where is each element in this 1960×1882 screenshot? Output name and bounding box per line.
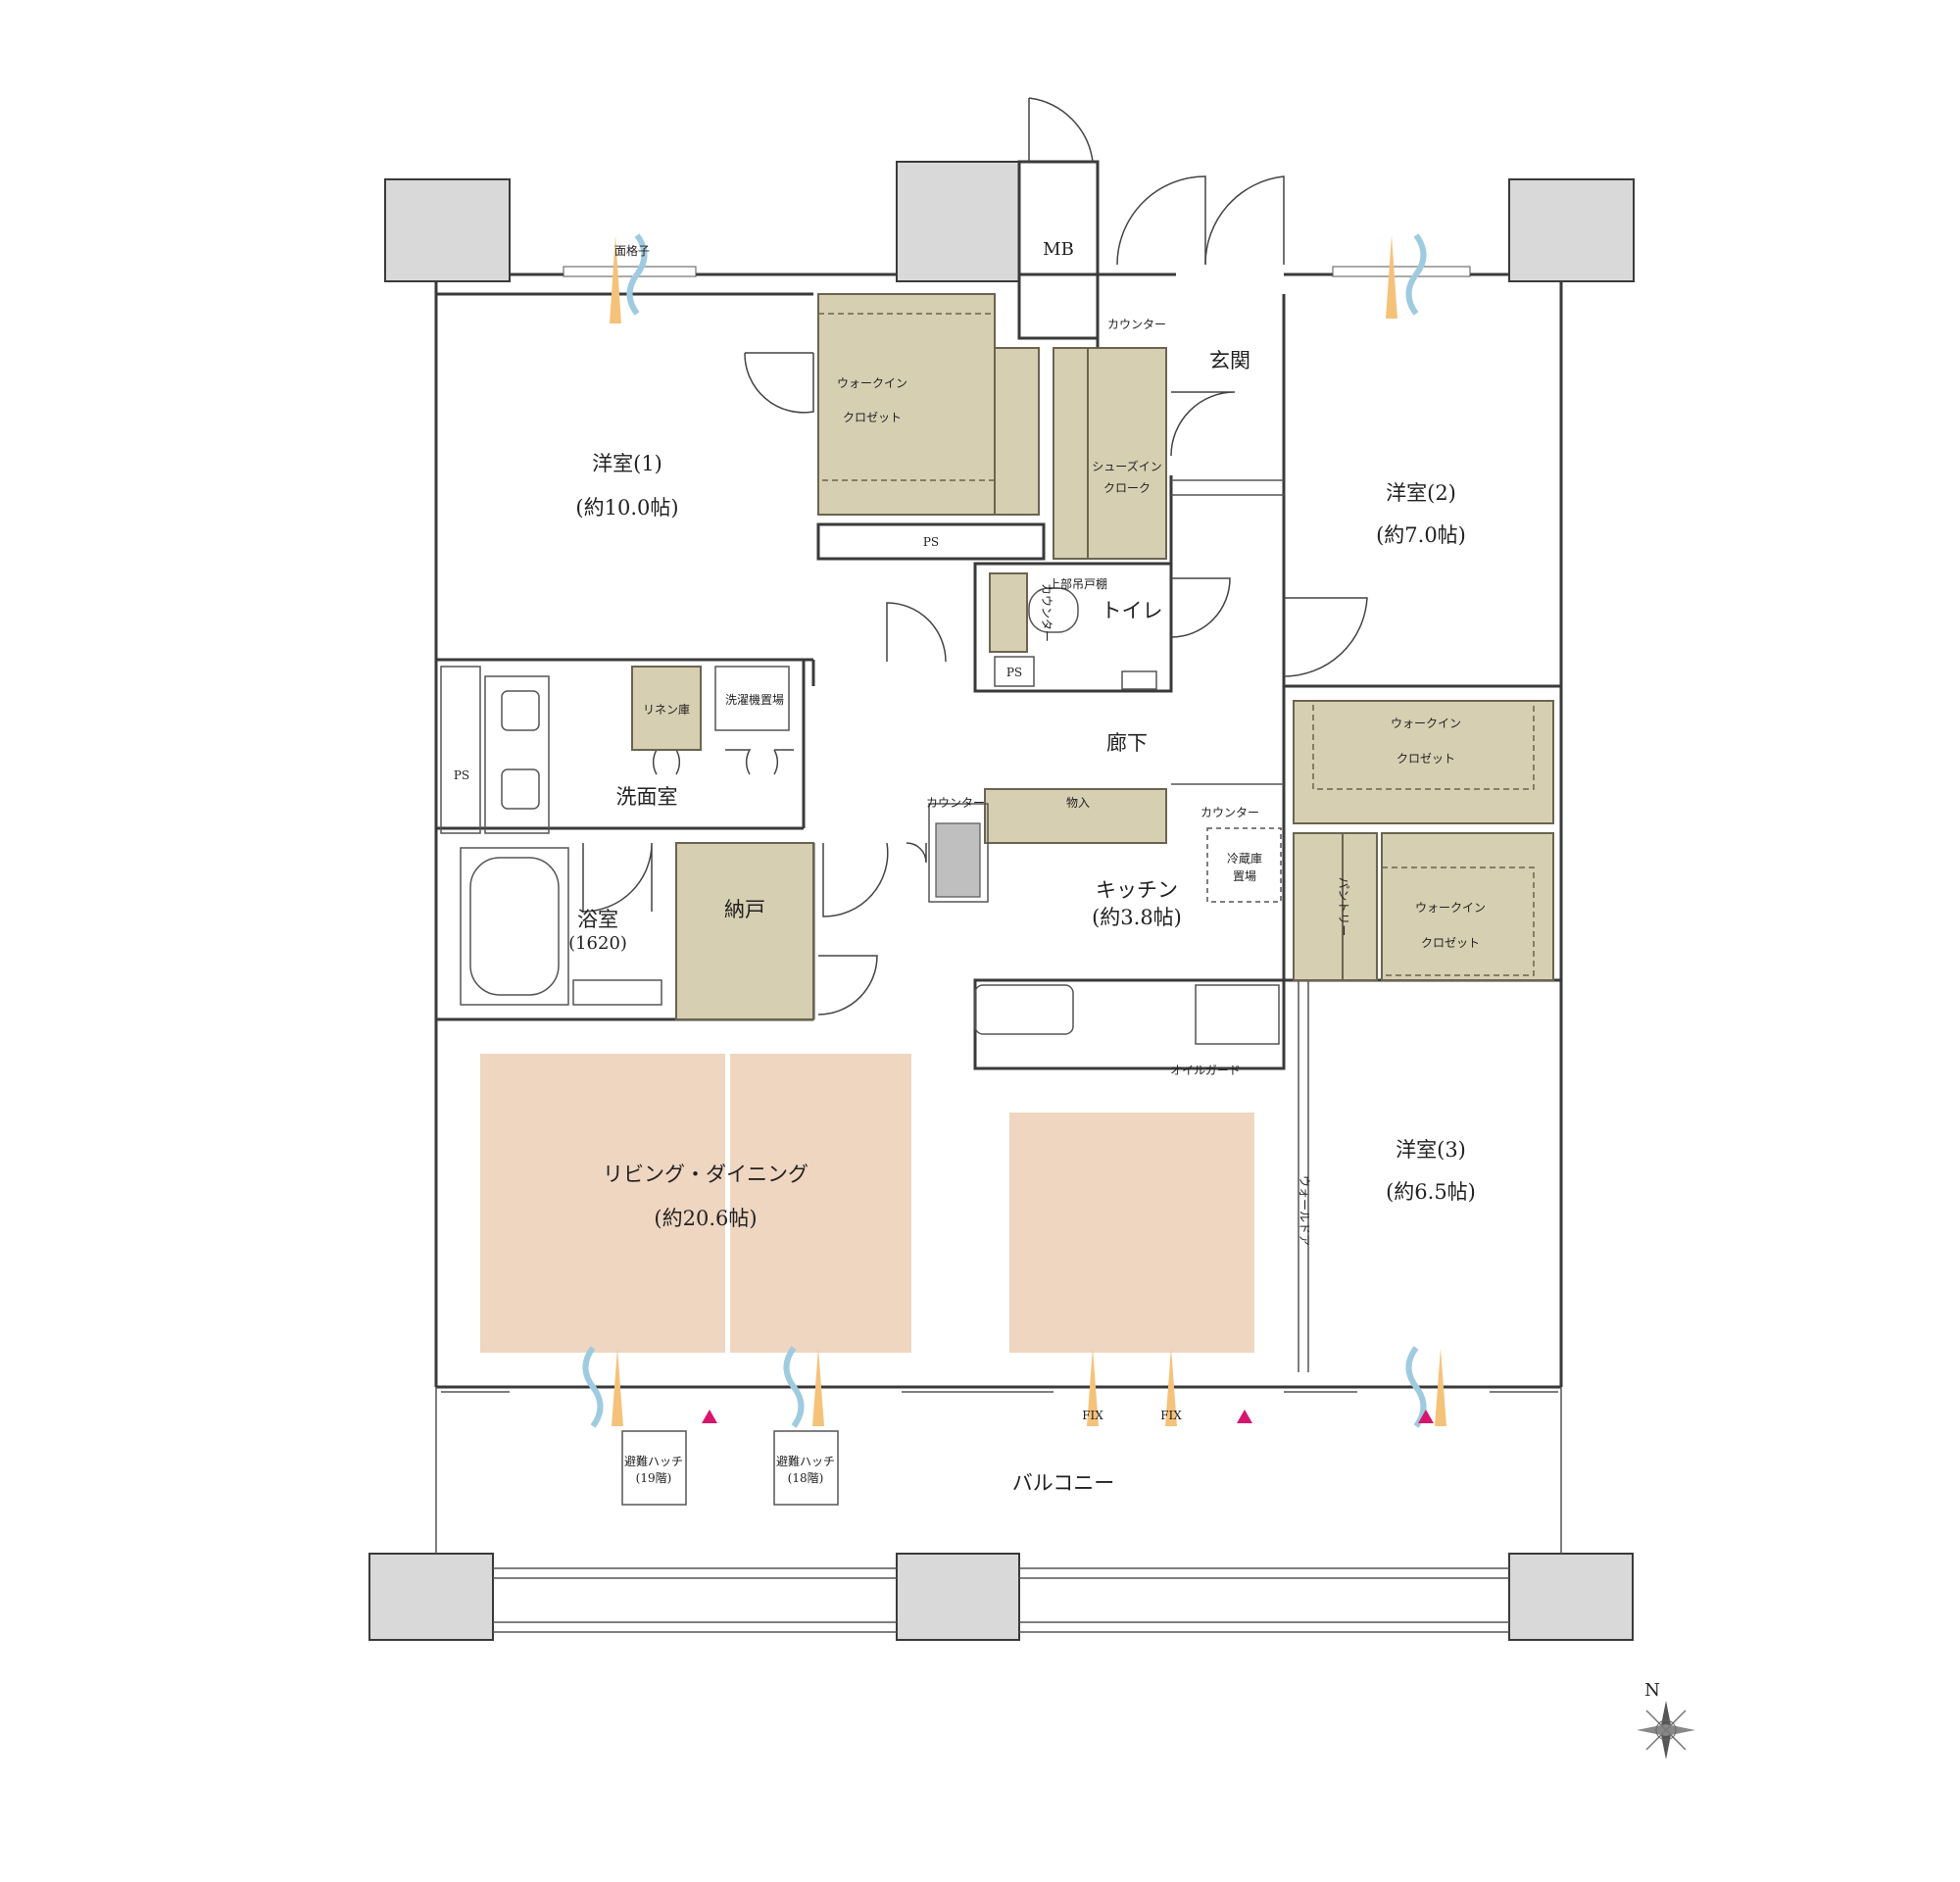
- label-hatch-19-floor: (19階): [636, 1470, 672, 1485]
- label-fridge-2: 置場: [1233, 869, 1256, 883]
- mb-label: MB: [1043, 239, 1074, 260]
- label-wic-2b: クロゼット: [1396, 752, 1455, 766]
- closets: [631, 293, 1554, 1020]
- room-western1-name: 洋室(1): [592, 452, 662, 475]
- airflow-arrows: [582, 233, 1446, 1428]
- label-fix-1: FIX: [1082, 1409, 1103, 1422]
- label-pantry: パントリー: [1337, 877, 1350, 937]
- evacuation-hatches: [621, 1430, 839, 1506]
- label-hatch-18: 避難ハッチ: [776, 1454, 835, 1468]
- label-shoes-in: シューズイン: [1092, 459, 1161, 473]
- label-oil-guard: オイルガード: [1170, 1064, 1241, 1077]
- compass-icon: [1637, 1701, 1695, 1759]
- label-hatch-18-floor: (18階): [788, 1470, 824, 1485]
- room-storage: 納戸: [724, 898, 765, 921]
- room-washroom: 洗面室: [616, 785, 678, 809]
- label-fridge-1: 冷蔵庫: [1227, 852, 1262, 866]
- fixtures: [440, 522, 1282, 1045]
- interior-doors: [582, 352, 1368, 1015]
- compass-north-label: N: [1644, 1680, 1660, 1701]
- room-kitchen-size: (約3.8帖): [1092, 906, 1182, 929]
- label-ps-1: PS: [923, 535, 939, 549]
- room-western1-size: (約10.0帖): [575, 496, 678, 520]
- label-wic-2a: ウォークイン: [1391, 717, 1461, 730]
- room-western2-name: 洋室(2): [1386, 481, 1456, 505]
- room-western2-size: (約7.0帖): [1376, 523, 1466, 547]
- room-bath-size: (1620): [568, 933, 627, 954]
- label-ps-2: PS: [1006, 666, 1022, 679]
- label-counter-kitchen: カウンター: [1200, 806, 1259, 819]
- label-ps-3: PS: [454, 768, 469, 782]
- room-kitchen-name: キッチン: [1096, 878, 1178, 902]
- label-counter-corridor: カウンター: [926, 796, 985, 810]
- label-fix-2: FIX: [1160, 1409, 1182, 1422]
- label-upper-cabinet: 上部吊戸棚: [1049, 576, 1107, 591]
- room-western3-name: 洋室(3): [1396, 1138, 1466, 1162]
- label-storage-item: 物入: [1066, 796, 1090, 810]
- label-wic-1b: クロゼット: [843, 411, 902, 424]
- label-hatch-19: 避難ハッチ: [624, 1454, 683, 1468]
- label-washer: 洗濯機置場: [725, 692, 784, 707]
- label-wall-door: ウォールドア: [1298, 1175, 1311, 1246]
- room-living-name: リビング・ダイニング: [603, 1163, 808, 1186]
- label-wic-3a: ウォークイン: [1415, 901, 1486, 915]
- room-bath-name: 浴室: [577, 908, 618, 931]
- label-linen: リネン庫: [643, 703, 690, 717]
- room-corridor: 廊下: [1106, 731, 1148, 755]
- room-western3-size: (約6.5帖): [1386, 1180, 1476, 1204]
- living-floor-tiles: [480, 1054, 1254, 1353]
- evacuation-markers: [702, 1410, 1434, 1423]
- label-wic-3b: クロゼット: [1421, 936, 1480, 950]
- label-wic-1a: ウォークイン: [837, 376, 907, 390]
- room-toilet: トイレ: [1102, 599, 1163, 622]
- mb-area: [1017, 97, 1285, 340]
- label-counter-toilet: カウンター: [1040, 583, 1054, 642]
- label-lattice: 面格子: [614, 243, 650, 258]
- room-entrance: 玄関: [1209, 349, 1250, 372]
- room-living-size: (約20.6帖): [654, 1207, 757, 1230]
- pillars: [368, 161, 1635, 1641]
- label-cloak: クローク: [1103, 481, 1151, 495]
- windows: [441, 266, 1558, 1393]
- label-counter-entry: カウンター: [1107, 318, 1166, 331]
- room-balcony: バルコニー: [1012, 1471, 1115, 1495]
